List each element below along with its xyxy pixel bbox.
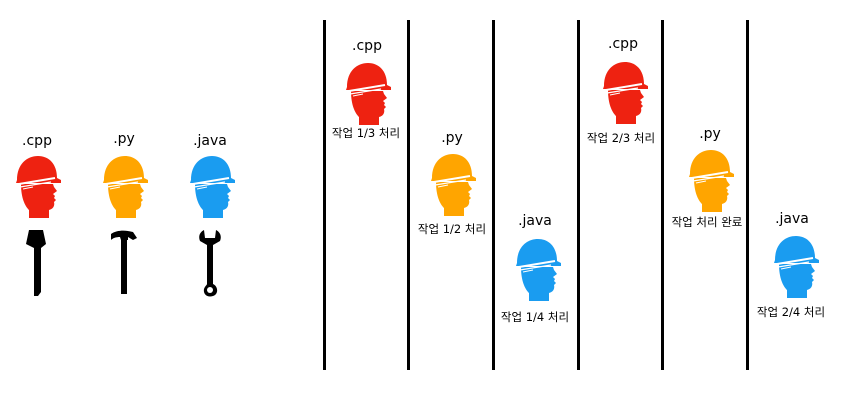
slot-2-task-label: 작업 1/2 처리 [417, 222, 487, 236]
time-divider-6 [746, 20, 749, 370]
slot-3-task-label: 작업 1/4 처리 [500, 310, 570, 324]
slot-6-worker-icon [769, 234, 821, 298]
slot-6-task-label: 작업 2/4 처리 [756, 305, 826, 319]
axe-icon [22, 228, 52, 298]
legend-py-ext: .py [113, 131, 135, 147]
slot-1-worker-icon [341, 61, 393, 125]
slot-4-task-label: 작업 2/3 처리 [586, 131, 656, 145]
time-divider-2 [407, 20, 410, 370]
slot-5-task-label: 작업 처리 완료 [671, 215, 743, 229]
slot-1-task-label: 작업 1/3 처리 [331, 126, 401, 140]
slot-5-worker-icon [684, 148, 736, 212]
py-worker-icon [98, 154, 150, 218]
slot-2-ext: .py [441, 130, 463, 146]
cpp-worker-icon [11, 154, 63, 218]
hammer-icon [109, 228, 139, 298]
slot-1-ext: .cpp [352, 38, 382, 54]
legend-cpp-ext: .cpp [22, 133, 52, 149]
slot-4-worker-icon [598, 60, 650, 124]
wrench-icon [195, 228, 225, 298]
slot-2-worker-icon [426, 152, 478, 216]
time-divider-4 [577, 20, 580, 370]
slot-6-ext: .java [775, 211, 809, 227]
time-divider-5 [661, 20, 664, 370]
time-divider-3 [492, 20, 495, 370]
slot-5-ext: .py [699, 126, 721, 142]
java-worker-icon [185, 154, 237, 218]
legend-java-ext: .java [193, 133, 227, 149]
time-divider-1 [323, 20, 326, 370]
slot-3-worker-icon [511, 237, 563, 301]
slot-3-ext: .java [518, 213, 552, 229]
slot-4-ext: .cpp [608, 36, 638, 52]
